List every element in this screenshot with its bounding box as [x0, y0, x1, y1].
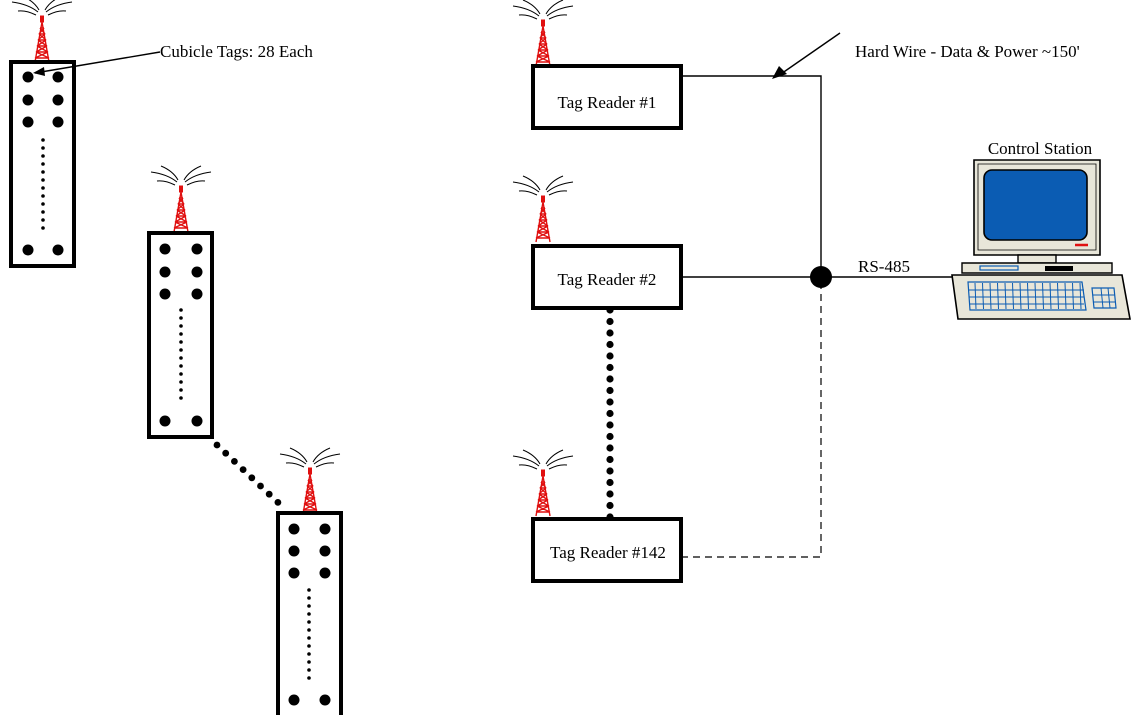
ellipsis-dot	[179, 364, 183, 368]
ellipsis-dot	[307, 628, 311, 632]
ellipsis-dot	[41, 138, 45, 142]
tag-reader-1: Tag Reader #1	[513, 0, 681, 128]
ellipsis-dot	[179, 308, 183, 312]
cubicle-panel-3	[278, 448, 341, 715]
antenna-icon	[151, 166, 211, 232]
ellipsis-dot	[606, 433, 613, 440]
tag-reader-label: Tag Reader #2	[558, 270, 657, 289]
ellipsis-dot	[240, 466, 247, 473]
ellipsis-dot	[41, 226, 45, 230]
ellipsis-dot	[179, 380, 183, 384]
antenna-icon	[513, 450, 573, 516]
ellipsis-dot	[606, 421, 613, 428]
ellipsis-dot	[41, 210, 45, 214]
ellipsis-dot	[41, 162, 45, 166]
ellipsis-dot	[606, 456, 613, 463]
tag-reader-2: Tag Reader #2	[513, 176, 681, 308]
ellipsis-dot	[606, 410, 613, 417]
ellipsis-dot	[179, 356, 183, 360]
ellipsis-dot	[307, 604, 311, 608]
ellipsis-dot	[606, 364, 613, 371]
ellipsis-dot	[606, 502, 613, 509]
ellipsis-dot	[41, 194, 45, 198]
wiring	[681, 76, 952, 557]
rs485-label: RS-485	[858, 257, 910, 276]
cubicle-tags-label: Cubicle Tags: 28 Each	[160, 42, 313, 61]
ellipsis-dot	[179, 348, 183, 352]
antenna-icon	[513, 0, 573, 66]
cubicle-panel-1	[11, 0, 74, 266]
screen-icon	[984, 170, 1087, 240]
ellipsis-dot	[214, 442, 221, 449]
ellipsis-dot	[307, 620, 311, 624]
ellipsis-dot	[307, 612, 311, 616]
hard-wire-label: Hard Wire - Data & Power ~150'	[855, 42, 1080, 61]
hard-wire-callout: Hard Wire - Data & Power ~150'	[772, 33, 1080, 79]
ellipsis-dot	[606, 341, 613, 348]
ellipsis-dot	[307, 636, 311, 640]
panel-continuation-dots	[214, 442, 282, 506]
ellipsis-dot	[257, 483, 264, 490]
ellipsis-dot	[307, 644, 311, 648]
tag-reader-142: Tag Reader #142	[513, 450, 681, 581]
junction-node	[810, 266, 832, 288]
ellipsis-dot	[606, 306, 613, 313]
ellipsis-dot	[307, 588, 311, 592]
ellipsis-dot	[275, 499, 282, 506]
ellipsis-dot	[606, 318, 613, 325]
ellipsis-dot	[606, 387, 613, 394]
control-station-label: Control Station	[988, 139, 1093, 158]
ellipsis-dot	[41, 178, 45, 182]
wire-reader-1	[681, 76, 821, 277]
ellipsis-dot	[606, 490, 613, 497]
ellipsis-dot	[606, 352, 613, 359]
ellipsis-dot	[307, 660, 311, 664]
ellipsis-dot	[248, 474, 255, 481]
ellipsis-dot	[606, 375, 613, 382]
ellipsis-dot	[606, 513, 613, 520]
ellipsis-dot	[222, 450, 229, 457]
ellipsis-dot	[307, 676, 311, 680]
tag-reader-label: Tag Reader #1	[558, 93, 657, 112]
ellipsis-dot	[179, 388, 183, 392]
ellipsis-dot	[41, 202, 45, 206]
ellipsis-dot	[41, 146, 45, 150]
ellipsis-dot	[179, 396, 183, 400]
ellipsis-dot	[606, 467, 613, 474]
ellipsis-dot	[41, 170, 45, 174]
ellipsis-dot	[307, 596, 311, 600]
antenna-icon	[513, 176, 573, 242]
arrow-head-icon	[772, 66, 787, 79]
ellipsis-dot	[41, 218, 45, 222]
ellipsis-dot	[179, 316, 183, 320]
ellipsis-dot	[606, 444, 613, 451]
cubicle-panel-2	[149, 166, 212, 437]
ellipsis-dot	[179, 340, 183, 344]
tag-reader-label: Tag Reader #142	[550, 543, 666, 562]
ellipsis-dot	[307, 668, 311, 672]
ellipsis-dot	[179, 324, 183, 328]
control-station: Control Station	[952, 139, 1130, 319]
reader-continuation-dots	[606, 306, 613, 520]
ellipsis-dot	[606, 479, 613, 486]
ellipsis-dot	[41, 154, 45, 158]
antenna-icon	[12, 0, 72, 62]
wire-reader-142-dashed	[681, 286, 821, 557]
ellipsis-dot	[307, 652, 311, 656]
ellipsis-dot	[179, 332, 183, 336]
ellipsis-dot	[179, 372, 183, 376]
ellipsis-dot	[231, 458, 238, 465]
ellipsis-dot	[41, 186, 45, 190]
ellipsis-dot	[606, 329, 613, 336]
computer-icon	[952, 160, 1130, 319]
antenna-icon	[280, 448, 340, 514]
ellipsis-dot	[606, 398, 613, 405]
ellipsis-dot	[266, 491, 273, 498]
